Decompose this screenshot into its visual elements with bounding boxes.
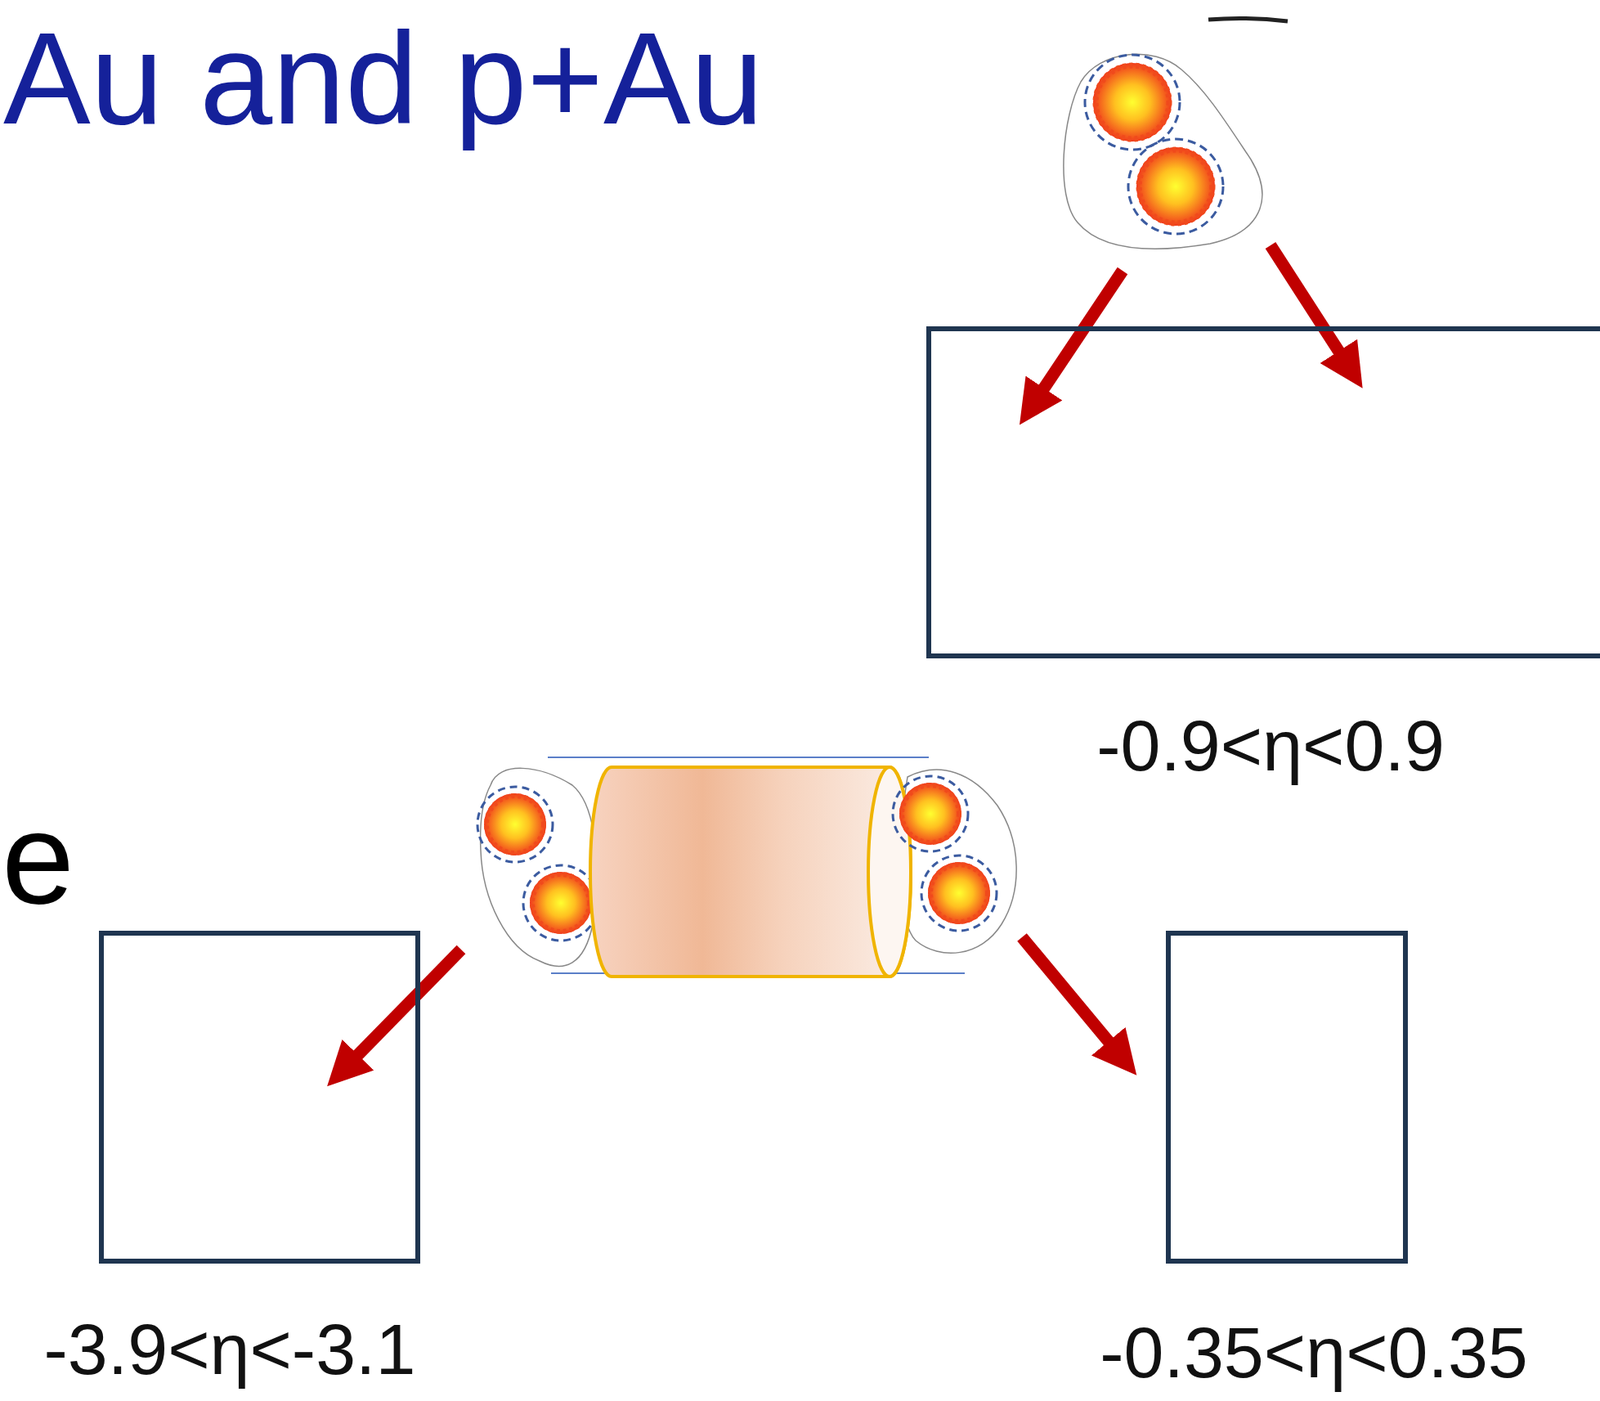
line-fragment [1208, 17, 1288, 22]
nucleon [921, 855, 997, 931]
acceptance-frame [926, 326, 1600, 659]
nucleon [477, 786, 553, 862]
particle-arrow [342, 949, 462, 1071]
nucleon [523, 864, 599, 941]
particle-arrow [1031, 270, 1123, 407]
nucleon [1084, 54, 1180, 150]
particle-arrow [1270, 245, 1351, 370]
detector-box: -0.9<η<0.9 [926, 326, 1600, 659]
cut-text: e [1, 779, 75, 937]
system-outline [1063, 53, 1263, 249]
detector-box: -3.9<η<-3.1 [98, 930, 421, 1264]
particle-arrow [1021, 936, 1123, 1058]
eta-range: -0.9<η<0.9 [1096, 702, 1445, 789]
slide-title: Au and p+Au [3, 0, 764, 157]
nucleon [1128, 138, 1224, 234]
acceptance-frame [98, 930, 421, 1264]
acceptance-frame [1165, 930, 1408, 1264]
tube-line [547, 756, 929, 758]
nucleon [892, 775, 969, 852]
detector-box: -0.35<η<0.35 [1165, 930, 1408, 1264]
eta-range: -0.35<η<0.35 [1099, 1308, 1529, 1396]
flux-tube [590, 766, 911, 977]
eta-range: -3.9<η<-3.1 [44, 1305, 417, 1393]
